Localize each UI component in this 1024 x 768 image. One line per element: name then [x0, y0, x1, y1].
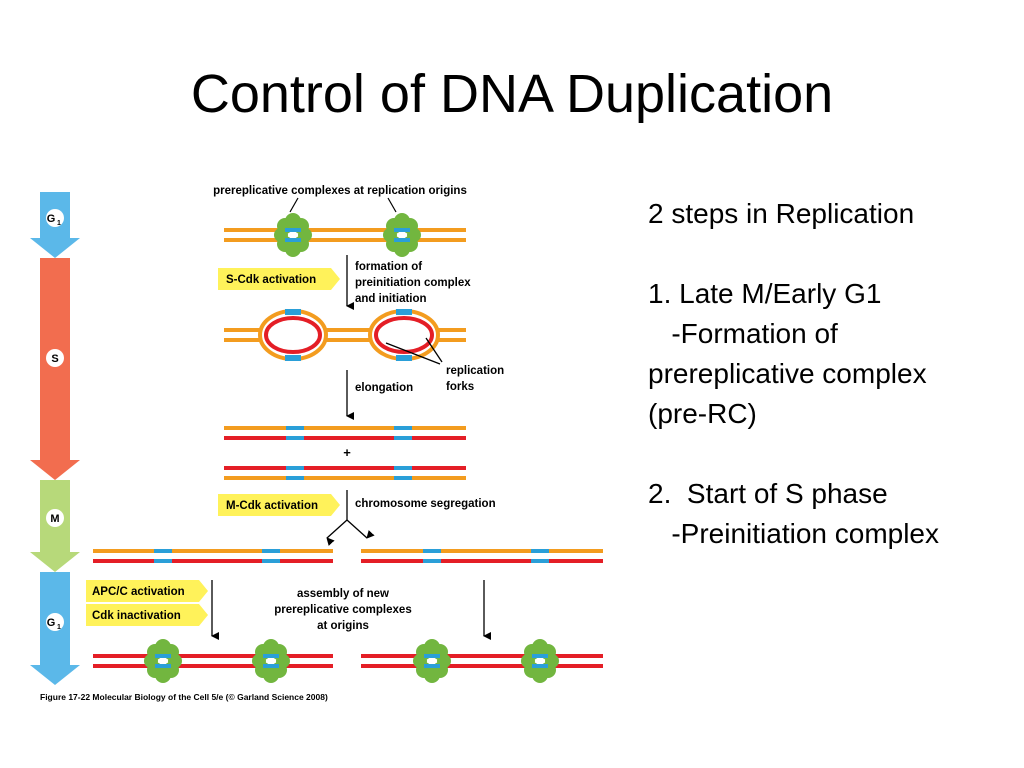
slide-title: Control of DNA Duplication [190, 64, 834, 124]
dna-segregated-left [93, 549, 333, 563]
phase-arrow-s: S [30, 258, 80, 480]
step1-detail-2: prereplicative complex [648, 358, 927, 389]
phase-arrow-g1-bottom: G 1 [30, 572, 80, 685]
step1-detail-3: (pre-RC) [648, 398, 757, 429]
svg-text:S: S [51, 353, 58, 365]
step1-detail-1: -Formation of [648, 318, 838, 349]
replication-bubble [368, 309, 440, 361]
label-forks-2: forks [446, 381, 474, 393]
label-assembly-3: at origins [317, 620, 369, 632]
dna-replication-bubbles-row [224, 309, 466, 361]
label-forks-1: replication [446, 365, 504, 377]
dna-new-prerc-right [361, 639, 603, 683]
dna-new-prerc-left [93, 639, 333, 683]
notes-panel: 2 steps in Replication 1. Late M/Early G… [648, 194, 1018, 554]
label-elongation: elongation [355, 382, 413, 394]
phase-arrow-m: M [30, 480, 80, 572]
dna-segregated-right [361, 549, 603, 563]
step1-title: 1. Late M/Early G1 [648, 278, 882, 309]
label-assembly-1: assembly of new [297, 588, 389, 600]
svg-text:APC/C activation: APC/C activation [92, 586, 185, 598]
label-formation-1: formation of [355, 261, 422, 273]
tag-cdk-inactivation: Cdk inactivation [86, 604, 208, 626]
pre-rc-complex [274, 213, 312, 257]
dna-daughter-duplex [224, 466, 466, 480]
label-formation-3: and initiation [355, 293, 427, 305]
svg-text:S-Cdk activation: S-Cdk activation [226, 274, 316, 286]
label-segregation: chromosome segregation [355, 498, 496, 510]
phase-arrow-g1-top: G 1 [30, 192, 80, 258]
svg-text:1: 1 [57, 624, 61, 631]
label-formation-2: preinitiation complex [355, 277, 471, 289]
label-prereplicative-complexes: prereplicative complexes at replication … [213, 185, 467, 197]
figure-caption: Figure 17-22 Molecular Biology of the Ce… [40, 692, 328, 702]
step2-detail-1: -Preinitiation complex [648, 518, 940, 549]
svg-text:G: G [47, 617, 56, 629]
dna-daughter-duplex [224, 426, 466, 440]
pre-rc-complex [383, 213, 421, 257]
label-assembly-2: prereplicative complexes [274, 604, 411, 616]
svg-text:Cdk inactivation: Cdk inactivation [92, 610, 181, 622]
step2-title: 2. Start of S phase [648, 478, 888, 509]
svg-text:M: M [50, 513, 59, 525]
svg-text:G: G [47, 213, 56, 225]
svg-text:1: 1 [57, 220, 61, 227]
dna-prereplicative-row [224, 213, 466, 257]
tag-m-cdk-activation: M-Cdk activation [218, 494, 340, 516]
replication-cycle-diagram: G 1 S M G 1 prereplicative complexes at … [30, 185, 603, 702]
tag-s-cdk-activation: S-Cdk activation [218, 268, 340, 290]
notes-heading: 2 steps in Replication [648, 198, 915, 229]
replication-bubble [258, 309, 328, 361]
label-plus: + [343, 445, 351, 460]
svg-text:M-Cdk activation: M-Cdk activation [226, 500, 318, 512]
tag-apc-c-activation: APC/C activation [86, 580, 208, 602]
